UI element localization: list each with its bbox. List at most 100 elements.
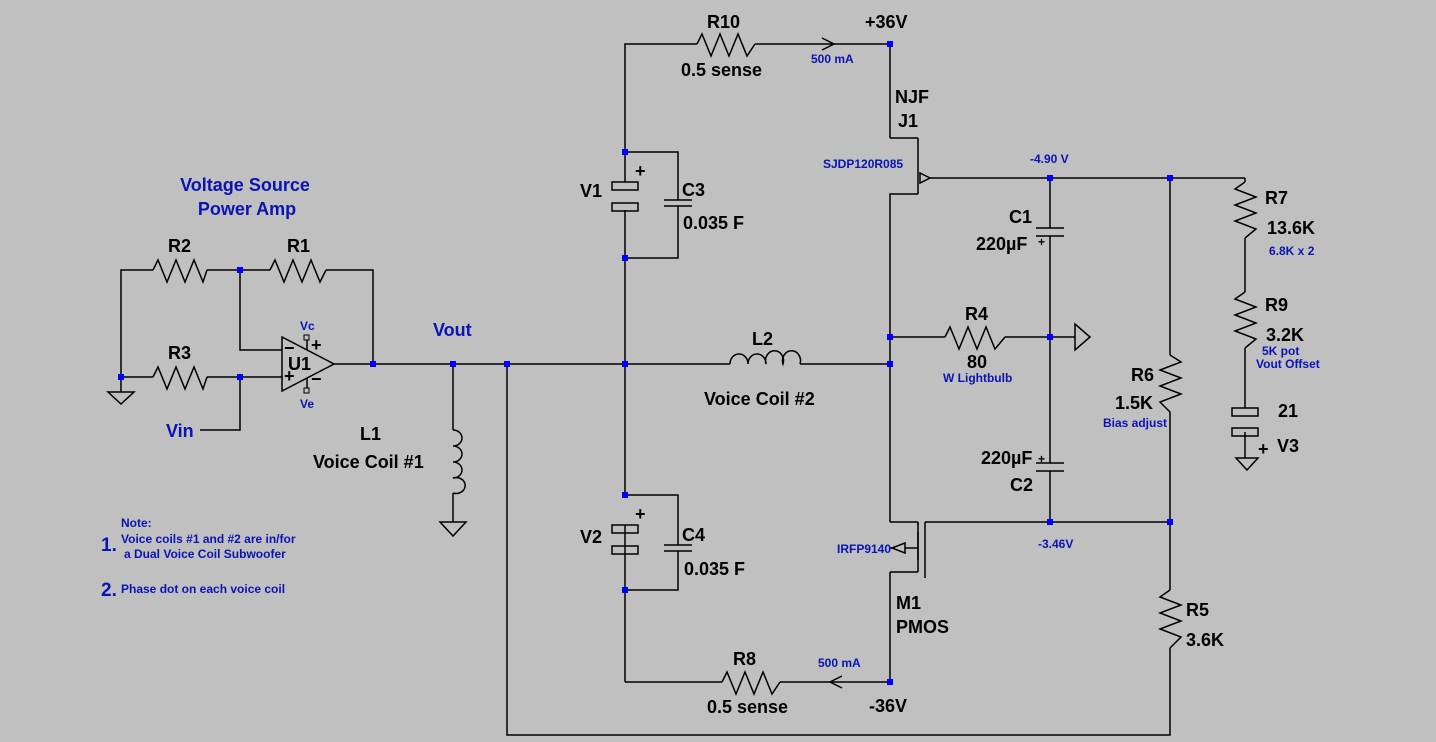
r4-label: R4 xyxy=(965,304,988,324)
c1-value: 220µF xyxy=(976,234,1027,254)
r6-value: 1.5K xyxy=(1115,393,1153,413)
wires xyxy=(120,43,1246,736)
svg-text:−: − xyxy=(311,369,322,389)
svg-text:−: − xyxy=(284,338,295,358)
r3-symbol xyxy=(152,365,208,392)
r7-value: 13.6K xyxy=(1267,218,1315,238)
r4-note: W Lightbulb xyxy=(943,371,1012,385)
note1-line1: Voice coils #1 and #2 are in/for xyxy=(121,532,296,546)
v1-label: V1 xyxy=(580,181,602,201)
r5-symbol xyxy=(1157,589,1184,649)
l2-value: Voice Coil #2 xyxy=(704,389,815,409)
u1-vc-label: Vc xyxy=(300,319,315,333)
capacitor-c1: + xyxy=(1036,227,1064,249)
c1-label: C1 xyxy=(1009,207,1032,227)
note1-number: 1. xyxy=(101,535,117,556)
vin-label: Vin xyxy=(166,421,194,441)
r6-symbol xyxy=(1157,354,1184,413)
r7-symbol xyxy=(1232,181,1259,239)
r7-note: 6.8K x 2 xyxy=(1269,244,1315,258)
pos-rail-label: +36V xyxy=(865,12,908,32)
note2-text: Phase dot on each voice coil xyxy=(121,582,285,596)
r4-symbol xyxy=(944,325,1006,351)
capacitor-c2: + xyxy=(1036,452,1064,472)
inductor-l1 xyxy=(452,429,466,495)
inductor-l2 xyxy=(729,350,802,367)
r4-value: 80 xyxy=(967,352,987,372)
v2-label: V2 xyxy=(580,527,602,547)
m1-label: M1 xyxy=(896,593,921,613)
v3-label: V3 xyxy=(1277,436,1299,456)
r10-label: R10 xyxy=(707,12,740,32)
opamp-u1: − + + − xyxy=(281,334,336,394)
r8-current-arrow xyxy=(828,675,843,689)
mosfet-m1 xyxy=(889,522,926,578)
svg-text:+: + xyxy=(1258,439,1269,459)
neg-rail-label: -36V xyxy=(869,696,907,716)
r6-label: R6 xyxy=(1131,365,1154,385)
r5-value: 3.6K xyxy=(1186,630,1224,650)
u1-ve-label: Ve xyxy=(300,397,314,411)
jfet-j1 xyxy=(917,150,932,190)
v3-value: 21 xyxy=(1278,401,1298,421)
r10-current-arrow xyxy=(821,37,836,51)
battery-v1: + xyxy=(611,161,646,212)
title-line2: Power Amp xyxy=(198,199,296,219)
r2-label: R2 xyxy=(168,236,191,256)
resistors xyxy=(152,32,1259,696)
ground-icon xyxy=(438,521,468,538)
r10-symbol xyxy=(696,32,756,58)
r2-symbol xyxy=(152,258,208,285)
j1-label: J1 xyxy=(898,111,918,131)
l2-label: L2 xyxy=(752,329,773,349)
c2-label: C2 xyxy=(1010,475,1033,495)
svg-text:+: + xyxy=(311,335,322,355)
ground-icon xyxy=(106,391,136,406)
j1-part-label: SJDP120R085 xyxy=(823,157,903,171)
title-line1: Voltage Source xyxy=(180,175,310,195)
l1-value: Voice Coil #1 xyxy=(313,452,424,472)
r9-value: 3.2K xyxy=(1266,325,1304,345)
j1-type-label: NJF xyxy=(895,87,929,107)
node-voltage-top: -4.90 V xyxy=(1030,152,1069,166)
u1-label: U1 xyxy=(288,354,311,374)
r1-label: R1 xyxy=(287,236,310,256)
node-voltage-bottom: -3.46V xyxy=(1038,537,1073,551)
ground-symbols xyxy=(106,322,1260,538)
r10-current: 500 mA xyxy=(811,52,854,66)
note2-number: 2. xyxy=(101,580,117,601)
r8-value: 0.5 sense xyxy=(707,697,788,717)
r9-label: R9 xyxy=(1265,295,1288,315)
r7-label: R7 xyxy=(1265,188,1288,208)
battery-v3: + xyxy=(1231,407,1269,459)
r9-note2: Vout Offset xyxy=(1256,357,1320,371)
r8-symbol xyxy=(721,670,781,696)
nodes xyxy=(118,41,1173,685)
c4-label: C4 xyxy=(682,525,705,545)
c4-value: 0.035 F xyxy=(684,559,745,579)
r6-note: Bias adjust xyxy=(1103,416,1167,430)
r9-symbol xyxy=(1232,291,1259,349)
r8-label: R8 xyxy=(733,649,756,669)
note1-line2: a Dual Voice Coil Subwoofer xyxy=(124,547,286,561)
m1-part-label: IRFP9140 xyxy=(837,542,891,556)
r3-label: R3 xyxy=(168,343,191,363)
vout-label: Vout xyxy=(433,320,472,340)
c3-label: C3 xyxy=(682,180,705,200)
capacitor-c4 xyxy=(664,544,692,552)
ground-icon xyxy=(1074,322,1092,352)
r10-value: 0.5 sense xyxy=(681,60,762,80)
r9-note1: 5K pot xyxy=(1262,344,1299,358)
r5-label: R5 xyxy=(1186,600,1209,620)
c3-value: 0.035 F xyxy=(683,213,744,233)
svg-text:+: + xyxy=(635,504,646,524)
ground-icon xyxy=(1234,457,1260,472)
svg-text:+: + xyxy=(1038,452,1045,466)
svg-text:+: + xyxy=(284,366,295,386)
svg-text:+: + xyxy=(635,161,646,181)
svg-text:+: + xyxy=(1038,235,1045,249)
m1-type-label: PMOS xyxy=(896,617,949,637)
l1-label: L1 xyxy=(360,424,381,444)
r1-symbol xyxy=(269,258,327,284)
